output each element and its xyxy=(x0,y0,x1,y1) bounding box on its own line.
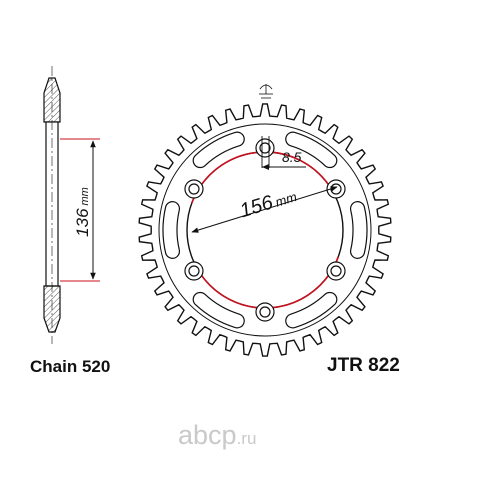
bolt-hole xyxy=(330,265,342,277)
bolt-circle-dim-line xyxy=(191,186,338,233)
inner-web-ring xyxy=(158,123,372,337)
lightening-slot xyxy=(285,291,338,329)
bolt-hole xyxy=(188,183,200,195)
lightening-slot xyxy=(192,131,245,169)
chain-size-label: Chain 520 xyxy=(30,357,111,376)
bolt-circle-dim-unit: mm xyxy=(274,189,299,210)
model-number-label: JTR 822 xyxy=(327,355,400,376)
side-profile-top-tooth xyxy=(43,77,61,123)
bolt-circle-dim-text: 156mm xyxy=(237,184,299,222)
hole-dim-arrow xyxy=(262,164,269,170)
bolt-hole xyxy=(188,265,200,277)
bore-dim-text: 136 mm xyxy=(73,187,92,237)
lightening-slots xyxy=(162,131,368,329)
side-profile: 136 mm xyxy=(43,66,100,344)
hole-dim-text: 8.5 xyxy=(282,149,302,165)
lightening-slot xyxy=(285,131,338,169)
brand-watermark-tld: .ru xyxy=(236,429,257,448)
bolt-hole xyxy=(259,142,271,154)
center-bore xyxy=(186,151,344,309)
lightening-slot xyxy=(350,201,368,259)
bore-dim-unit: mm xyxy=(79,187,91,205)
bore-dim-value: 136 xyxy=(73,208,92,237)
rotation-mark-icon xyxy=(259,84,273,99)
sprocket-front: 156mm 8.5 xyxy=(138,84,392,357)
brand-watermark-name: abcp xyxy=(178,420,237,450)
brand-watermark: abcp.ru xyxy=(178,420,256,451)
lightening-slot xyxy=(192,291,245,329)
bolt-hole xyxy=(259,306,271,318)
bolt-hole xyxy=(330,183,342,195)
lightening-slot xyxy=(162,201,180,259)
